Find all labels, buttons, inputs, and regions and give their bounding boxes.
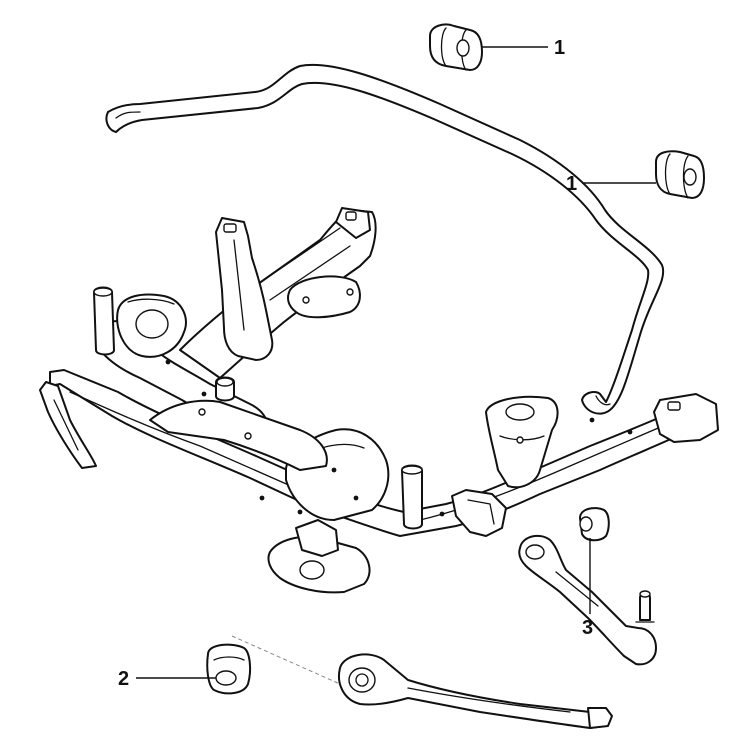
thrust-rod-bushing[interactable] (206, 643, 252, 695)
stabilizer-bushing-right[interactable] (655, 150, 705, 199)
callout-1-right: 1 (566, 173, 656, 195)
control-arm-bushing[interactable] (579, 507, 610, 542)
callout-label-1-right: 1 (566, 173, 577, 195)
callout-label-2: 2 (118, 668, 129, 690)
callout-label-1-top: 1 (554, 37, 565, 59)
callout-2: 2 (118, 668, 216, 690)
thrust-rod[interactable] (338, 653, 613, 729)
callout-label-3: 3 (582, 617, 593, 639)
front-axle-subframe[interactable] (39, 207, 719, 594)
callout-3: 3 (582, 538, 593, 639)
callout-1-top: 1 (482, 37, 565, 59)
stabilizer-bushing-top[interactable] (429, 23, 483, 71)
assembly-guide-line (231, 635, 341, 685)
stabilizer-bar[interactable] (105, 63, 665, 415)
lower-control-arm-right[interactable] (518, 534, 657, 666)
